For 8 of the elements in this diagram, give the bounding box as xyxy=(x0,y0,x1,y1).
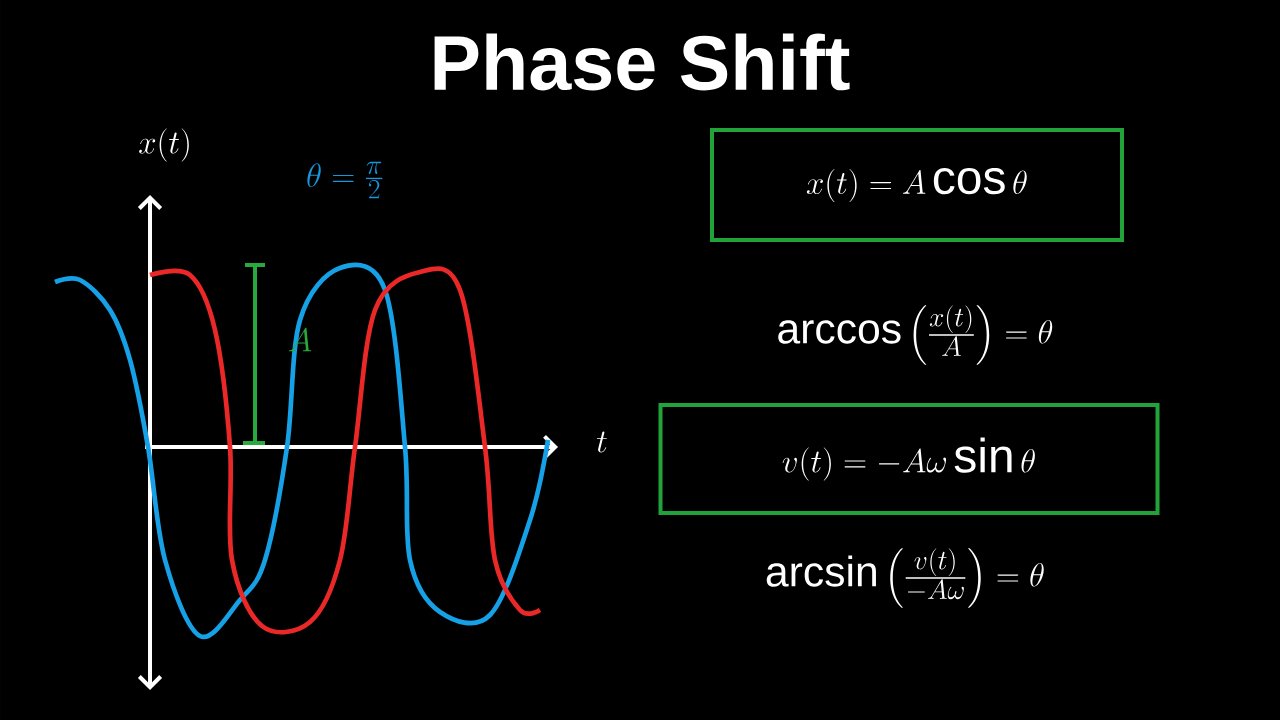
formula-box: $v(t) = -A\omega\sin\theta$ xyxy=(658,403,1160,515)
axis-label: $x(t)$ xyxy=(139,128,189,162)
title: Phase Shift xyxy=(434,33,850,91)
formula: $\arccos\left(\frac{x(t)}{A}\right) = \theta$ xyxy=(778,305,1053,365)
formula-box: $x(t) = A\cos\theta$ xyxy=(710,128,1124,242)
angle-label: $\theta = \frac{\pi}{2}$ xyxy=(307,161,383,199)
axis-label: $t$ xyxy=(596,431,607,453)
formula: $\arcsin\left(\frac{v(t)}{-A\omega}\right) = \theta$ xyxy=(766,548,1044,608)
